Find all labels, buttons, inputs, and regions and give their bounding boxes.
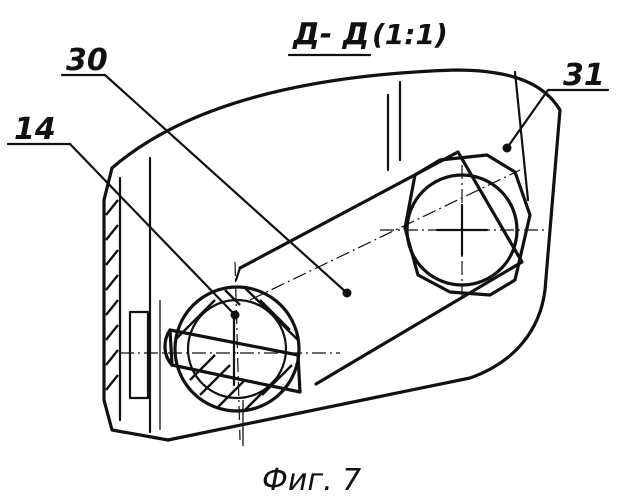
shaft-centerline-v — [235, 262, 240, 440]
lever-end-line — [236, 268, 240, 280]
section-title-text: Д- Д — [292, 17, 369, 52]
section-scale-text: (1:1) — [372, 18, 448, 51]
leader-30 — [105, 75, 347, 293]
outer-ring — [175, 287, 299, 411]
leader-31 — [507, 90, 548, 148]
side-insert — [130, 312, 148, 398]
hex-nut — [380, 144, 545, 301]
lever-outline — [240, 152, 522, 384]
left-wall-hatching — [106, 200, 118, 390]
figure-caption: Фиг. 7 — [262, 463, 361, 498]
shaft-assembly — [120, 262, 340, 440]
callout-14-label: 14 — [14, 112, 56, 147]
housing-body — [104, 70, 560, 446]
callout-31-label: 31 — [563, 58, 605, 93]
callout-30-label: 30 — [66, 43, 108, 78]
lever-30 — [236, 152, 522, 384]
section-title: Д- Д (1:1) — [289, 17, 448, 55]
